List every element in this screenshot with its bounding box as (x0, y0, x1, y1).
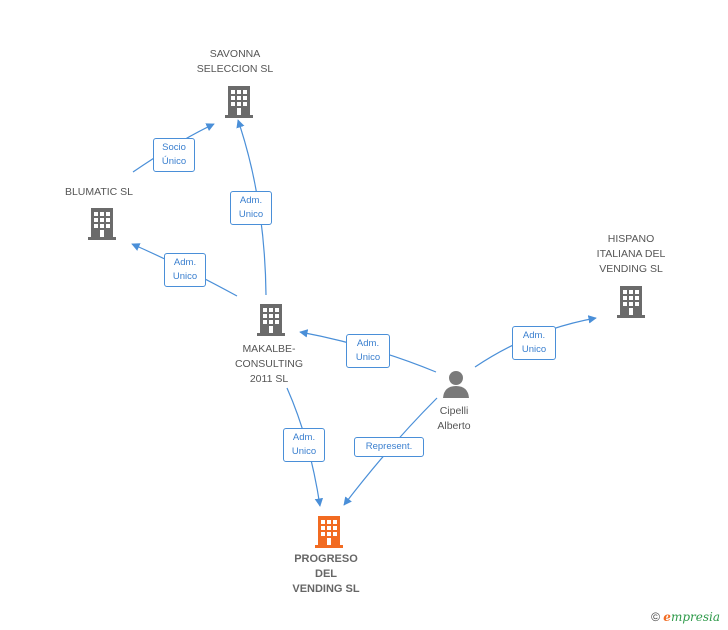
edge-label-makalbe-savonna: Adm. Unico (230, 191, 272, 225)
empresia-watermark: © empresia (651, 610, 720, 624)
makalbe-label[interactable]: MAKALBE- CONSULTING 2011 SL (234, 343, 304, 385)
savonna-building-icon[interactable] (224, 84, 254, 118)
cipelli-label[interactable]: Cipelli Alberto (437, 405, 471, 432)
progreso-label[interactable]: PROGRESO DEL VENDING SL (292, 553, 360, 595)
hispano-label[interactable]: HISPANO ITALIANA DEL VENDING SL (596, 233, 666, 275)
progreso-building-icon[interactable] (315, 516, 343, 548)
edge-label-socio-unico: Socio Único (153, 138, 195, 172)
edge-label-cipelli-makalbe: Adm. Unico (346, 334, 390, 368)
blumatic-building-icon[interactable] (88, 208, 116, 240)
empresia-logo: empresia (663, 610, 720, 624)
copyright-symbol: © (651, 610, 660, 624)
edge-label-cipelli-hispano: Adm. Unico (512, 326, 556, 360)
savonna-label[interactable]: SAVONNA SELECCION SL (196, 48, 274, 75)
edge-label-makalbe-progreso: Adm. Unico (283, 428, 325, 462)
cipelli-person-icon[interactable] (443, 371, 469, 398)
blumatic-label[interactable]: BLUMATIC SL (64, 186, 134, 198)
edge-label-represent: Represent. (354, 437, 424, 457)
edge-label-makalbe-blumatic: Adm. Unico (164, 253, 206, 287)
hispano-building-icon[interactable] (617, 286, 645, 318)
makalbe-building-icon[interactable] (257, 304, 285, 336)
